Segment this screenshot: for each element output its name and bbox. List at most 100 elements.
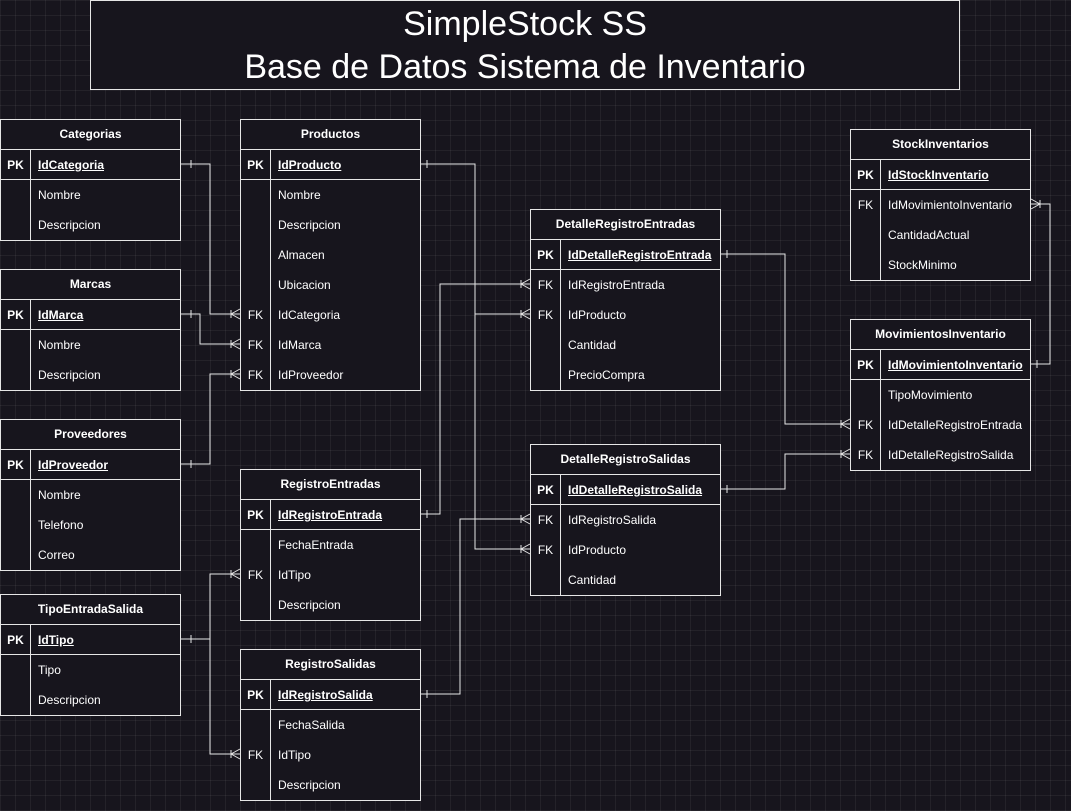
attribute-row: PK IdProveedor xyxy=(1,450,180,480)
key-marker xyxy=(1,330,31,360)
attribute-name: IdDetalleRegistroSalida xyxy=(888,448,1014,462)
attribute-name: Telefono xyxy=(38,518,84,532)
attribute-name: Cantidad xyxy=(568,338,617,352)
many-cardinality-mark xyxy=(230,568,241,580)
attribute-name: Tipo xyxy=(38,663,61,677)
key-marker: PK xyxy=(241,680,271,709)
key-marker: PK xyxy=(1,150,31,179)
entity-header: Categorias xyxy=(1,120,180,150)
attribute-row: FechaEntrada xyxy=(241,530,420,560)
attribute-name: IdTipo xyxy=(278,748,311,762)
attribute-name: IdDetalleRegistroEntrada xyxy=(888,418,1023,432)
key-marker: PK xyxy=(241,150,271,179)
attribute-row: FK IdTipo xyxy=(241,740,420,770)
attribute-name: Descripcion xyxy=(38,368,101,382)
key-marker xyxy=(1,510,31,540)
key-marker: PK xyxy=(1,625,31,654)
relationship-line xyxy=(181,573,240,640)
attribute-row: Nombre xyxy=(1,330,180,360)
attribute-name: IdProducto xyxy=(278,158,342,172)
attribute-row: Tipo xyxy=(1,655,180,685)
attribute-row: Cantidad xyxy=(531,330,720,360)
attribute-row: FK IdRegistroEntrada xyxy=(531,270,720,300)
attribute-name: Nombre xyxy=(278,188,321,202)
key-marker: PK xyxy=(1,450,31,479)
key-marker: FK xyxy=(241,360,271,390)
attribute-name: Descripcion xyxy=(278,598,341,612)
entity-header: Proveedores xyxy=(1,420,180,450)
attribute-name: FechaSalida xyxy=(278,718,345,732)
key-marker: FK xyxy=(241,740,271,770)
key-marker xyxy=(1,480,31,510)
many-cardinality-mark xyxy=(520,513,531,525)
attribute-name: IdRegistroEntrada xyxy=(278,508,383,522)
attribute-row: Correo xyxy=(1,540,180,570)
relationship-line xyxy=(421,163,530,315)
many-cardinality-mark xyxy=(520,543,531,555)
many-cardinality-mark xyxy=(520,308,531,320)
relationship-line xyxy=(181,313,240,345)
key-marker: FK xyxy=(851,190,881,220)
entity-header: RegistroSalidas xyxy=(241,650,420,680)
key-marker: FK xyxy=(531,505,561,535)
key-marker: FK xyxy=(241,330,271,360)
entity-header: RegistroEntradas xyxy=(241,470,420,500)
many-cardinality-mark xyxy=(230,308,241,320)
relationship-line xyxy=(721,253,850,425)
attribute-row: Telefono xyxy=(1,510,180,540)
key-marker: PK xyxy=(531,240,561,269)
attribute-row: PK IdProducto xyxy=(241,150,420,180)
entity-header: MovimientosInventario xyxy=(851,320,1030,350)
key-marker xyxy=(241,530,271,560)
attribute-name: Descripcion xyxy=(38,693,101,707)
attribute-name: PrecioCompra xyxy=(568,368,645,382)
attribute-row: Descripcion xyxy=(1,685,180,715)
attribute-name: IdDetalleRegistroSalida xyxy=(568,483,703,497)
attribute-row: Descripcion xyxy=(241,770,420,800)
attribute-name: IdStockInventario xyxy=(888,168,989,182)
relationship-line xyxy=(474,314,530,550)
relationship-line xyxy=(181,163,240,315)
attribute-row: Nombre xyxy=(1,180,180,210)
relationship-line xyxy=(421,518,530,695)
attribute-row: Nombre xyxy=(241,180,420,210)
attribute-row: Almacen xyxy=(241,240,420,270)
attribute-row: Cantidad xyxy=(531,565,720,595)
relationship-line xyxy=(721,453,850,490)
attribute-name: Descripcion xyxy=(278,218,341,232)
key-marker xyxy=(1,210,31,240)
entity-header: StockInventarios xyxy=(851,130,1030,160)
relationship-line xyxy=(181,373,240,465)
attribute-name: IdRegistroEntrada xyxy=(568,278,665,292)
key-marker: FK xyxy=(241,560,271,590)
attribute-row: TipoMovimiento xyxy=(851,380,1030,410)
key-marker: PK xyxy=(1,300,31,329)
attribute-name: IdProveedor xyxy=(38,458,109,472)
key-marker: FK xyxy=(531,270,561,300)
relationship-line xyxy=(181,638,240,755)
entity-header: DetalleRegistroSalidas xyxy=(531,445,720,475)
